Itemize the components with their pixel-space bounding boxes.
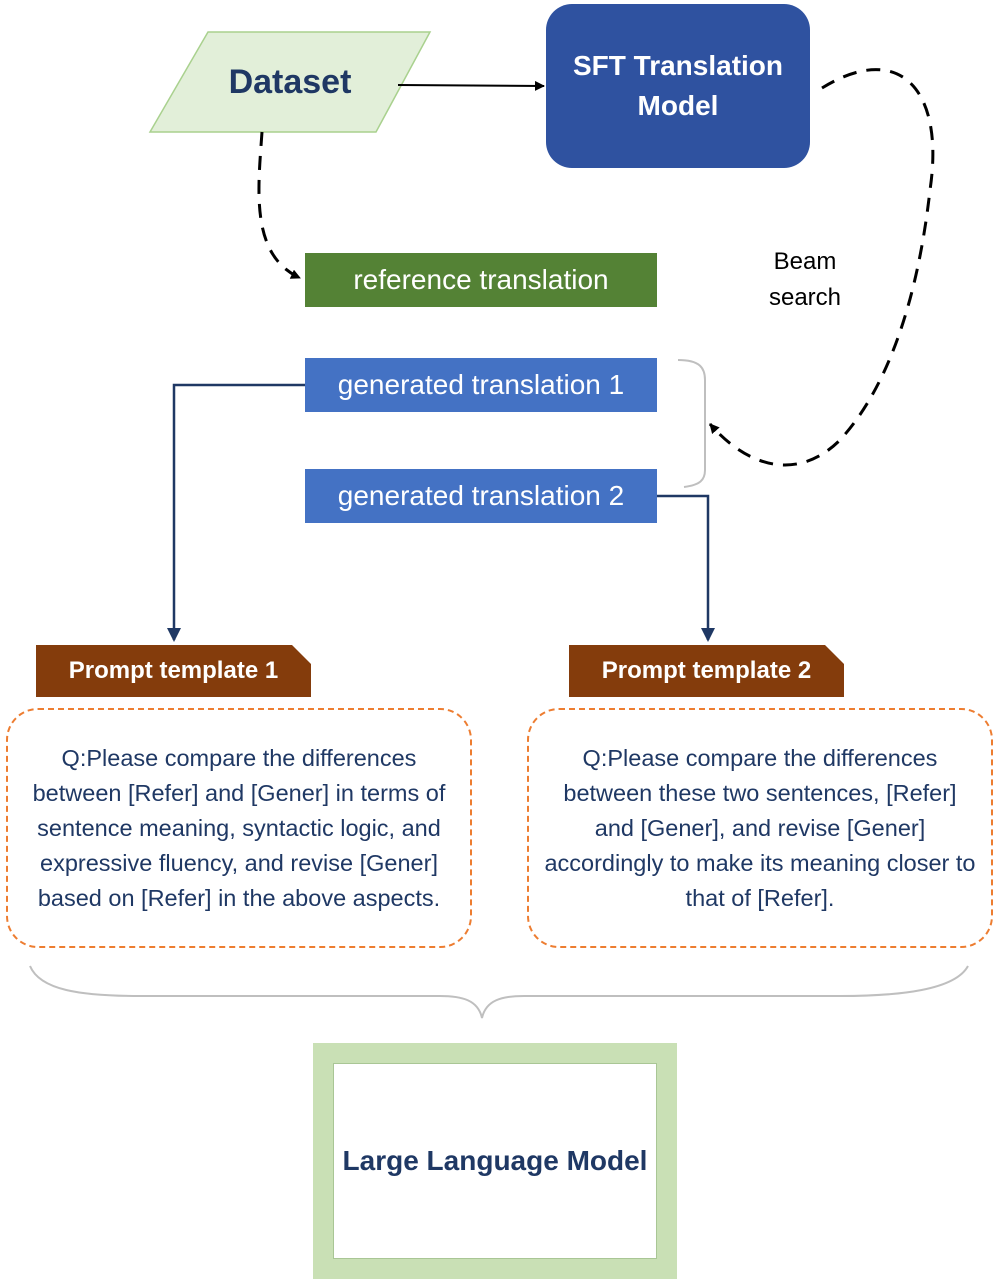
sft-translation-model-node: SFT Translation Model: [546, 4, 810, 168]
reference-translation-label: reference translation: [353, 264, 609, 295]
large-language-model-inner: Large Language Model: [333, 1063, 657, 1259]
beam-label-line2: search: [768, 284, 842, 311]
prompt-template-1-text: Q:Please compare the differences between…: [32, 744, 446, 911]
dataset-to-reference-arrow: [257, 131, 301, 280]
dataset-label: Dataset: [228, 62, 352, 101]
large-language-model-label: Large Language Model: [342, 1145, 648, 1176]
prompt-template-2-title: Prompt template 2: [601, 657, 812, 684]
generated-group-brace: [677, 359, 706, 488]
sft-model-label-line2: Model: [637, 90, 719, 121]
dataset-node: Dataset: [150, 32, 430, 132]
prompts-merge-brace: [29, 965, 969, 1019]
generated-translation-1-node: generated translation 1: [305, 358, 657, 412]
prompt-template-2-text: Q:Please compare the differences between…: [544, 744, 976, 911]
prompt-template-2-tab: Prompt template 2: [569, 645, 844, 697]
prompt-template-1-tab: Prompt template 1: [36, 645, 311, 697]
reference-translation-node: reference translation: [305, 253, 657, 307]
generated1-to-prompt1-arrow: [167, 383, 305, 642]
prompt-template-1-box: Q:Please compare the differences between…: [6, 708, 472, 948]
beam-search-label: Beam search: [740, 244, 870, 320]
generated-translation-2-label: generated translation 2: [337, 480, 625, 511]
generated2-to-prompt2-arrow: [657, 494, 715, 642]
large-language-model-node: Large Language Model: [313, 1043, 677, 1279]
sft-model-label-line1: SFT Translation: [572, 50, 784, 81]
generated-translation-1-label: generated translation 1: [337, 369, 625, 400]
generated-translation-2-node: generated translation 2: [305, 469, 657, 523]
prompt-template-1-title: Prompt template 1: [68, 657, 279, 684]
beam-label-line1: Beam: [773, 248, 837, 275]
prompt-template-2-box: Q:Please compare the differences between…: [527, 708, 993, 948]
